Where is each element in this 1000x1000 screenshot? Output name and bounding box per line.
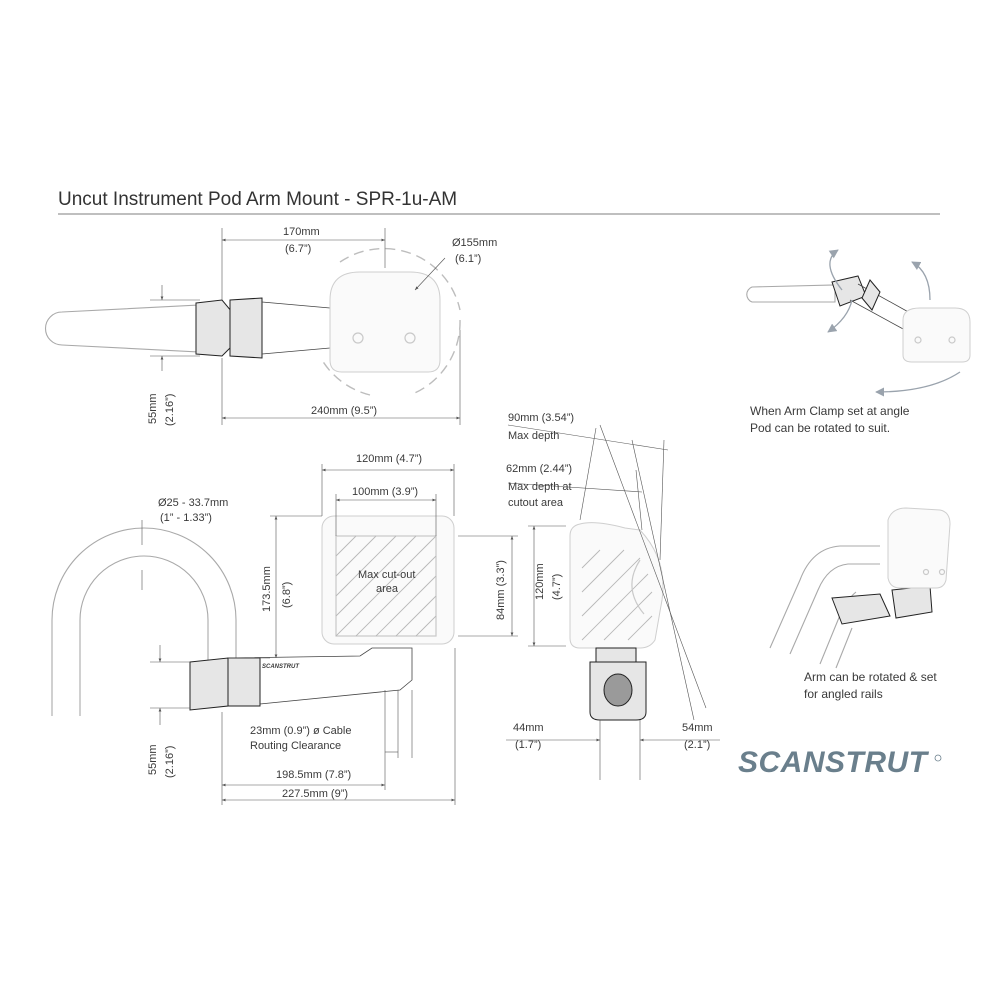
pod-angled xyxy=(887,507,951,589)
cable-note-line1: 23mm (0.9”) ø Cable xyxy=(250,725,351,737)
side-view xyxy=(506,424,720,780)
note-rail-line1: Arm can be rotated & set xyxy=(804,670,937,684)
pod-swing-arrow-icon xyxy=(875,371,961,397)
dim-dia-in: (6.1”) xyxy=(455,253,481,265)
angled-rail-inner xyxy=(789,563,880,655)
dim-90-label: Max depth xyxy=(508,430,559,442)
arm-knuckle xyxy=(229,297,263,359)
dim-44-in: (1.7”) xyxy=(515,739,541,751)
dim-173-in: (6.8”) xyxy=(281,582,293,608)
page-title: Uncut Instrument Pod Arm Mount - SPR-1u-… xyxy=(58,189,457,210)
front-view xyxy=(51,464,518,805)
pod-outline xyxy=(329,271,441,373)
pod-knob-left xyxy=(352,332,364,344)
arm-front xyxy=(227,647,413,707)
arm-knuckle-small xyxy=(861,279,881,311)
dim-54-mm: 54mm xyxy=(682,722,713,734)
rotation-arc-bottom xyxy=(321,359,371,396)
cutout-label-line2: area xyxy=(376,583,399,595)
note-angle-line2: Pod can be rotated to suit. xyxy=(750,421,890,435)
dim-120: 120mm (4.7”) xyxy=(356,453,422,465)
pod-side xyxy=(569,522,664,649)
angled-arm xyxy=(891,585,933,619)
rail-tube xyxy=(44,304,201,353)
dim-54-in: (2.1”) xyxy=(684,739,710,751)
dim-198: 198.5mm (7.8”) xyxy=(276,769,351,781)
depth-62-leader xyxy=(507,482,643,493)
rail-u-outer xyxy=(51,527,237,700)
cable-note-line2: Routing Clearance xyxy=(250,740,341,752)
dim-170-mm: 170mm xyxy=(283,226,320,238)
dim-dia-leader xyxy=(414,257,446,291)
dim-dia-mm: Ø155mm xyxy=(452,237,497,249)
dim-rail-dia-mm: Ø25 - 33.7mm xyxy=(158,497,228,509)
clamp-front xyxy=(189,657,229,711)
pod-small xyxy=(902,307,971,363)
dim-55b-mm: 55mm xyxy=(147,744,159,775)
dim-120-side-in: (4.7”) xyxy=(551,574,563,600)
pod-rotate-arrow-icon xyxy=(911,261,931,301)
dim-240: 240mm (9.5”) xyxy=(311,405,377,417)
arm-brand-mark: SCANSTRUT xyxy=(262,664,300,670)
dim-62-label2: cutout area xyxy=(508,497,564,509)
clamp-small xyxy=(831,275,867,307)
dim-227: 227.5mm (9”) xyxy=(282,788,348,800)
angled-clamp xyxy=(831,593,891,625)
dim-62-label1: Max depth at xyxy=(508,481,572,493)
side-rail-section xyxy=(603,673,633,707)
top-view xyxy=(44,228,461,425)
angled-rail-illustration xyxy=(769,507,951,669)
dim-44-mm: 44mm xyxy=(513,722,544,734)
rotate-arrow-down-icon xyxy=(827,299,853,333)
arm-collar xyxy=(227,657,261,707)
dim-55-in: (2.16”) xyxy=(164,394,176,426)
dim-84: 84mm (3.3”) xyxy=(495,560,507,620)
dim-170-in: (6.7”) xyxy=(285,243,311,255)
dim-62: 62mm (2.44”) xyxy=(506,463,572,475)
scanstrut-logo: SCANSTRUT xyxy=(738,746,930,779)
rotate-arrow-up-icon xyxy=(828,249,843,291)
dim-100: 100mm (3.9”) xyxy=(352,486,418,498)
angle-illustration xyxy=(746,249,971,397)
rail-tube-small xyxy=(746,284,836,303)
depth-90-leader xyxy=(507,424,669,451)
cutout-curve xyxy=(631,559,645,615)
cutout-label-line1: Max cut-out xyxy=(358,569,415,581)
note-angle-line1: When Arm Clamp set at angle xyxy=(750,404,910,418)
note-rail-line2: for angled rails xyxy=(804,687,883,701)
dim-90: 90mm (3.54”) xyxy=(508,412,574,424)
dim-55-mm: 55mm xyxy=(147,393,159,424)
dim-120-side-mm: 120mm xyxy=(534,563,546,600)
cutout-area xyxy=(335,535,437,637)
cutout-hatching xyxy=(335,535,437,637)
angled-rail-outer xyxy=(769,545,880,649)
side-neck xyxy=(595,647,637,663)
rotation-arc-right xyxy=(409,319,461,396)
registered-mark-icon xyxy=(934,754,942,762)
rail-u-inner xyxy=(79,555,209,700)
arm-edges xyxy=(261,301,331,355)
pod-knob-right xyxy=(404,332,416,344)
clamp-body xyxy=(195,299,233,357)
pod-face xyxy=(321,515,455,645)
side-hatching xyxy=(581,549,653,641)
rotation-arc-top xyxy=(339,247,461,311)
dim-55b-in: (2.16”) xyxy=(164,746,176,778)
dim-rail-dia-in: (1” - 1.33”) xyxy=(160,512,212,524)
dim-173-mm: 173.5mm xyxy=(261,566,273,612)
